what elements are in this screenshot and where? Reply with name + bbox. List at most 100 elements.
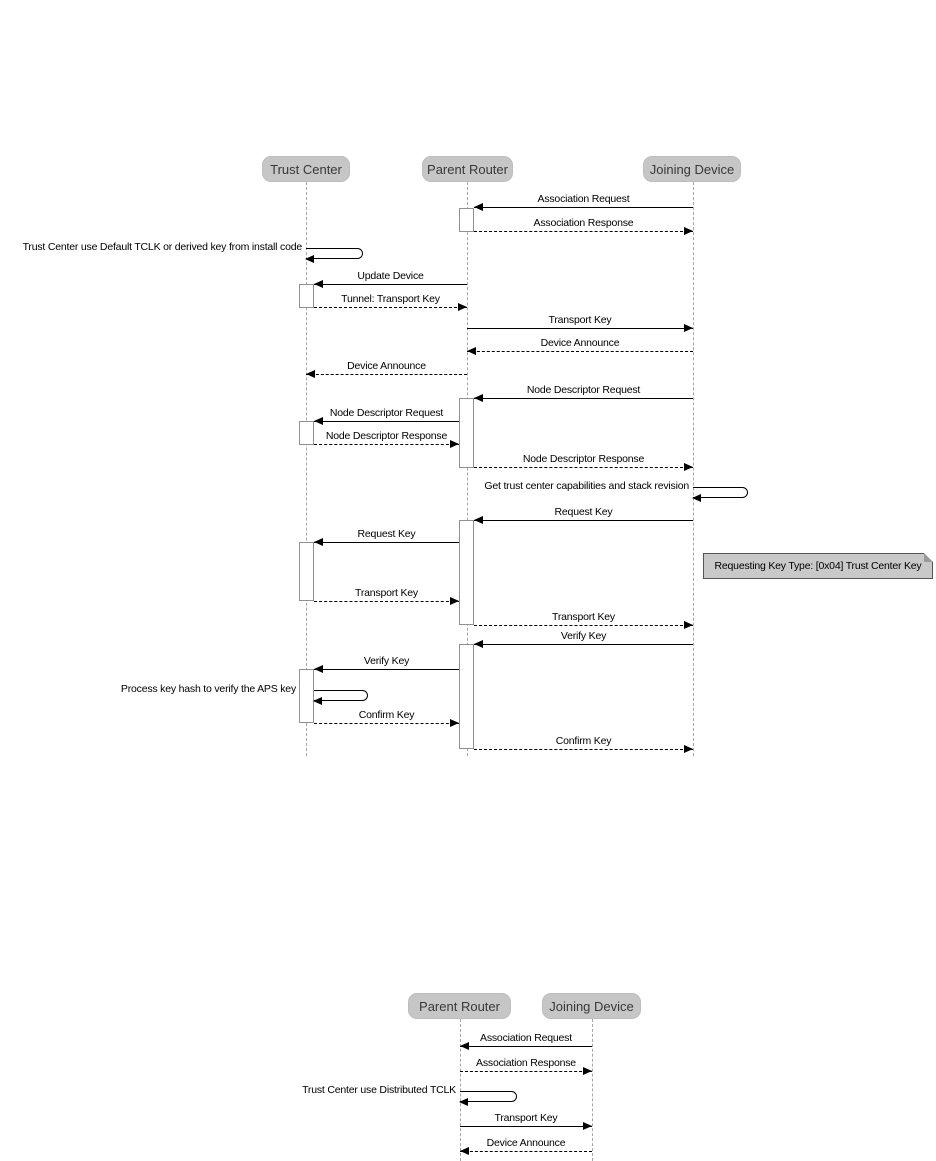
message-label: Node Descriptor Response bbox=[325, 430, 448, 442]
arrowhead-left-icon bbox=[474, 640, 483, 648]
message-label: Device Announce bbox=[486, 1137, 566, 1149]
activation-trust-center bbox=[299, 421, 314, 445]
actor-joining-device: Joining Device bbox=[643, 156, 741, 182]
arrowhead-left-icon bbox=[474, 516, 483, 524]
arrowhead-right-icon bbox=[583, 1122, 592, 1130]
arrowhead-left-icon bbox=[314, 665, 323, 673]
arrowhead-left-icon bbox=[314, 538, 323, 546]
lifeline-parent-router bbox=[460, 1019, 461, 1161]
message-label: Request Key bbox=[357, 528, 416, 540]
arrowhead-right-icon bbox=[583, 1067, 592, 1075]
message-line bbox=[474, 644, 693, 645]
message-label: Transport Key bbox=[355, 587, 418, 599]
note-requesting-key-type: Requesting Key Type: [0x04] Trust Center… bbox=[703, 553, 933, 579]
message-label: Confirm Key bbox=[555, 735, 612, 747]
note-fold-icon bbox=[924, 553, 933, 562]
message-label: Verify Key bbox=[560, 630, 607, 642]
arrowhead-right-icon bbox=[684, 227, 693, 235]
message-label: Request Key bbox=[554, 506, 613, 518]
message-label: Node Descriptor Response bbox=[522, 453, 645, 465]
actor-parent-router: Parent Router bbox=[408, 993, 511, 1019]
arrowhead-left-icon bbox=[305, 255, 314, 263]
self-message-default-tclk: Trust Center use Default TCLK or derived… bbox=[23, 241, 363, 263]
lifeline-joining-device bbox=[592, 1019, 593, 1161]
self-message-label: Trust Center use Default TCLK or derived… bbox=[22, 241, 303, 253]
message-line bbox=[306, 374, 467, 375]
activation-parent-router bbox=[459, 520, 474, 625]
message-label: Node Descriptor Request bbox=[329, 407, 444, 419]
message-line bbox=[474, 207, 693, 208]
message-line bbox=[460, 1046, 592, 1047]
arrowhead-left-icon bbox=[459, 1098, 468, 1106]
message-label: Association Request bbox=[537, 193, 630, 205]
arrowhead-left-icon bbox=[467, 347, 476, 355]
message-label: Node Descriptor Request bbox=[526, 384, 641, 396]
message-label: Update Device bbox=[357, 270, 424, 282]
note-text: Requesting Key Type: [0x04] Trust Center… bbox=[714, 560, 922, 572]
arrowhead-right-icon bbox=[684, 621, 693, 629]
message-line bbox=[474, 467, 693, 468]
arrowhead-left-icon bbox=[460, 1042, 469, 1050]
arrowhead-right-icon bbox=[684, 745, 693, 753]
arrowhead-left-icon bbox=[313, 697, 322, 705]
activation-trust-center bbox=[299, 669, 314, 723]
message-line bbox=[467, 351, 693, 352]
arrowhead-left-icon bbox=[474, 203, 483, 211]
message-line bbox=[314, 284, 467, 285]
arrowhead-left-icon bbox=[306, 370, 315, 378]
arrowhead-right-icon bbox=[450, 719, 459, 727]
arrowhead-left-icon bbox=[314, 280, 323, 288]
message-label: Transport Key bbox=[552, 611, 615, 623]
message-label: Transport Key bbox=[548, 314, 612, 326]
message-line bbox=[314, 669, 459, 670]
arrowhead-right-icon bbox=[450, 597, 459, 605]
self-message-distributed-tclk: Trust Center use Distributed TCLK bbox=[302, 1084, 517, 1106]
message-line bbox=[460, 1071, 592, 1072]
loop-arrow-icon bbox=[693, 487, 748, 498]
message-line bbox=[314, 421, 459, 422]
message-label: Tunnel: Transport Key bbox=[341, 293, 440, 305]
message-line bbox=[314, 307, 467, 308]
message-line bbox=[474, 749, 693, 750]
arrowhead-left-icon bbox=[692, 494, 701, 502]
arrowhead-right-icon bbox=[684, 463, 693, 471]
message-line bbox=[474, 231, 693, 232]
self-message-label: Process key hash to verify the APS key bbox=[120, 683, 296, 695]
message-line bbox=[460, 1126, 592, 1127]
arrowhead-right-icon bbox=[458, 303, 467, 311]
activation-parent-router bbox=[459, 398, 474, 468]
arrowhead-left-icon bbox=[314, 417, 323, 425]
activation-trust-center bbox=[299, 284, 314, 308]
message-line bbox=[314, 723, 459, 724]
self-message-get-capabilities: Get trust center capabilities and stack … bbox=[484, 480, 748, 502]
message-line bbox=[314, 601, 459, 602]
lifeline-joining-device bbox=[693, 182, 694, 756]
loop-arrow-icon bbox=[306, 248, 363, 259]
activation-trust-center bbox=[299, 542, 314, 601]
message-label: Transport Key bbox=[494, 1112, 558, 1124]
self-message-label: Get trust center capabilities and stack … bbox=[484, 480, 689, 492]
message-label: Association Response bbox=[533, 217, 634, 229]
self-message-process-key-hash: Process key hash to verify the APS key bbox=[121, 683, 368, 705]
arrowhead-right-icon bbox=[450, 440, 459, 448]
actor-parent-router: Parent Router bbox=[422, 156, 513, 182]
actor-trust-center: Trust Center bbox=[262, 156, 350, 182]
lifeline-parent-router bbox=[467, 182, 468, 756]
activation-parent-router bbox=[459, 644, 474, 749]
arrowhead-left-icon bbox=[460, 1147, 469, 1155]
loop-arrow-icon bbox=[460, 1091, 517, 1102]
message-label: Verify Key bbox=[363, 655, 410, 667]
message-line bbox=[314, 542, 459, 543]
message-label: Confirm Key bbox=[358, 709, 415, 721]
loop-arrow-icon bbox=[314, 690, 368, 701]
message-label: Device Announce bbox=[347, 360, 426, 372]
actor-joining-device: Joining Device bbox=[542, 993, 641, 1019]
message-line bbox=[460, 1151, 592, 1152]
message-line bbox=[474, 520, 693, 521]
activation-parent-router bbox=[459, 208, 474, 232]
message-label: Device Announce bbox=[540, 337, 620, 349]
message-line bbox=[474, 625, 693, 626]
message-label: Association Response bbox=[476, 1057, 576, 1069]
message-label: Association Request bbox=[480, 1032, 572, 1044]
